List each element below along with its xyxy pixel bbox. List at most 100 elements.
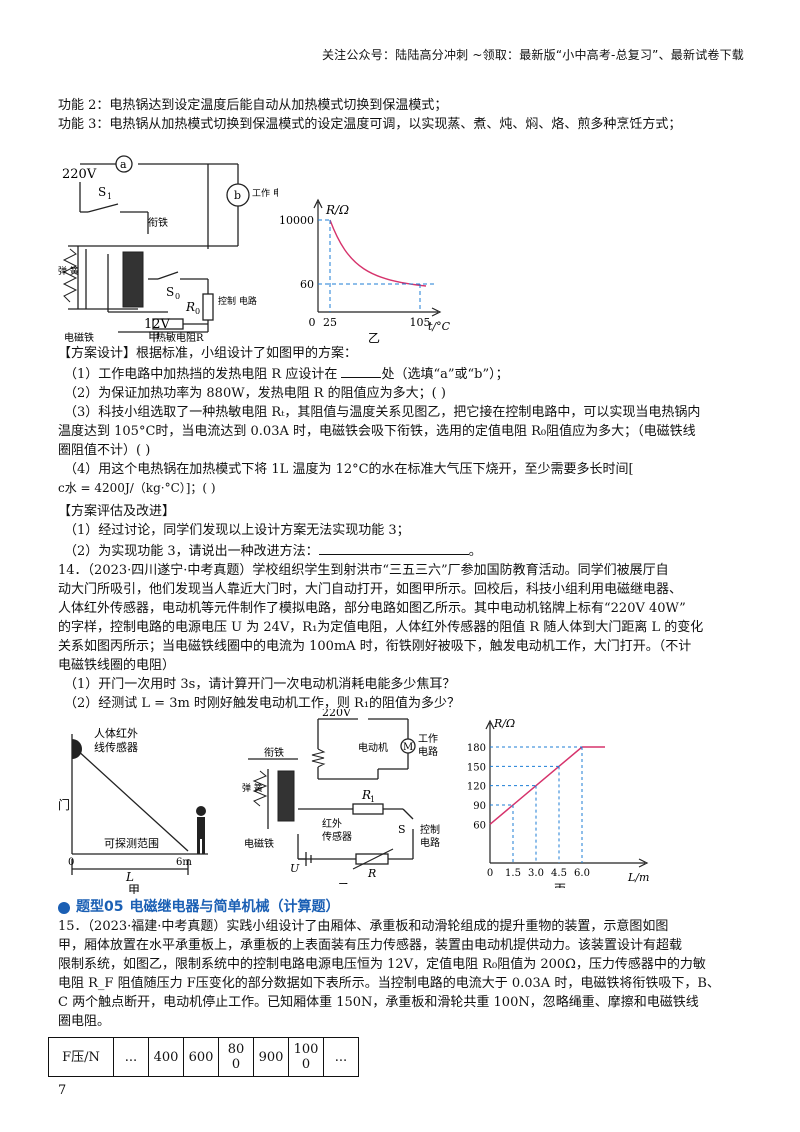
page-number: 7: [58, 1083, 67, 1098]
fig2-xtick: 25: [323, 316, 337, 329]
fig1-r0: R: [185, 300, 195, 314]
fig1-r0-sub: 0: [195, 307, 200, 316]
function-3: 功能 3：电热锅从加热模式切换到保温模式的设定温度可调，以实现蒸、煮、炖、焖、烙…: [58, 117, 682, 132]
plan-q1-text: （1）工作电路中加热挡的发热电阻 R 应设计在: [64, 367, 338, 382]
plan-q3-line1: （3）科技小组选取了一种热敏电阻 Rₜ，其阻值与温度关系见图乙，把它接在控制电路…: [64, 405, 701, 420]
answer-blank-2[interactable]: [318, 540, 469, 555]
plan-q3-line3: 圈阻值不计）( ): [58, 443, 151, 458]
fig2-ylabel: R/Ω: [325, 203, 349, 217]
fig3-door: 门: [58, 797, 70, 812]
force-table-cell: 400: [148, 1037, 184, 1077]
eval-e1: （1）经过讨论，同学们发现以上设计方案无法实现功能 3；: [64, 523, 410, 538]
fig1-s0: S: [166, 285, 174, 299]
fig4-spring: 弹 簧: [242, 782, 263, 794]
fig2-ytick: 10000: [279, 214, 314, 227]
q15-line4: 电阻 R_F 阻值随压力 F压变化的部分数据如下表所示。当控制电路的电流大于 0…: [58, 976, 720, 991]
force-table-head: F压/N: [48, 1037, 114, 1077]
fig5-xtick: 1.5: [505, 868, 521, 879]
q14-line1: 14．（2023·四川遂宁·中考真题）学校组织学生到射洪市“三五三六”厂参加国防…: [58, 563, 669, 578]
fig1-s0-sub: 0: [175, 292, 180, 301]
fig4-armature: 衔铁: [264, 746, 284, 759]
q14-line4: 的字样，控制电路的电源电压 U 为 24V，R₁为定值电阻，人体红外传感器的阻值…: [58, 620, 704, 635]
fig5-xtick: 3.0: [528, 868, 544, 879]
q15-line1: 15．（2023·福建·中考真题）实践小组设计了由厢体、承重板和动滑轮组成的提升…: [58, 919, 669, 934]
section-heading: 题型05 电磁继电器与简单机械（计算题）: [58, 898, 748, 917]
fig1-220v: 220V: [62, 167, 97, 182]
fig4-motor: 电动机: [358, 741, 388, 754]
fig5-xtick: 0: [487, 868, 493, 879]
fig4-caption: 乙: [338, 881, 350, 884]
fig4-ir-2: 传感器: [322, 830, 352, 843]
fig5-caption: 丙: [554, 882, 566, 888]
fig2-xtick: 0: [309, 316, 316, 329]
q14-sub2: （2）经测试 L = 3m 时刚好触发电动机工作，则 R₁的阻值为多少？: [64, 696, 461, 711]
fig2-xtick: 105: [410, 316, 431, 329]
answer-blank-1[interactable]: [341, 363, 382, 378]
figure-row-1: 220V a b S 1 衔铁 工作 电路 弹 簧 S 0 R 0 控制 电路 …: [58, 134, 748, 344]
force-table-cell: ...: [323, 1037, 359, 1077]
section-title: 电磁继电器与简单机械（计算题）: [129, 899, 340, 915]
fig4-ctrl: 控制: [420, 823, 440, 836]
fig5-xlabel: L/m: [627, 871, 649, 884]
relay-circuit-figure: 220V 衔铁 电动机 M 工作 电路 弹 簧 R 1 红外 传感器 S 控制 …: [242, 709, 440, 884]
fig3-sensor-line1: 人体红外: [94, 726, 138, 740]
fig4-R: R: [367, 867, 376, 880]
force-table-cell: 600: [183, 1037, 219, 1077]
fig1-s1: S: [98, 185, 106, 199]
document-body: 功能 2：电热锅达到设定温度后能自动从加热模式切换到保温模式； 功能 3：电热锅…: [48, 96, 748, 1077]
fig1-b: b: [234, 189, 241, 202]
plan-q4-line2: c水 = 4200J/（kg·°C）]；( ): [58, 481, 216, 495]
fig3-caption: 甲: [128, 883, 140, 894]
fig4-r1: R: [361, 788, 371, 802]
plan-title: 【方案设计】根据标准，小组设计了如图甲的方案：: [58, 346, 358, 361]
q14-line5: 关系如图丙所示；当电磁铁线圈中的电流为 100mA 时，衔铁刚好被吸下，触发电动…: [58, 639, 692, 654]
page-header: 关注公众号：陆陆高分冲刺 ~领取：最新版“小中高考-总复习”、最新试卷下载: [321, 48, 744, 62]
fig5-ytick: 180: [467, 743, 486, 754]
fig5-ytick: 120: [467, 782, 486, 793]
fig2-curve: [329, 219, 427, 287]
fig2-ytick: 60: [300, 278, 314, 291]
fig3-six: 6m: [176, 857, 192, 868]
q14-line6: 电磁铁线圈的电阻）: [58, 658, 176, 673]
section-label: 题型05: [76, 899, 124, 915]
fig5-xtick: 6.0: [574, 868, 590, 879]
force-table-cell: 100 0: [288, 1037, 324, 1077]
fig4-ctrl-2: 电路: [420, 836, 440, 849]
door-scene-figure: 人体红外 线传感器 门 可探测范围 0 6m L 甲: [58, 726, 208, 894]
function-2: 功能 2：电热锅达到设定温度后能自动从加热模式切换到保温模式；: [58, 98, 448, 113]
eval-e2-text: （2）为实现功能 3，请说出一种改进方法：: [64, 544, 319, 559]
fig4-ir: 红外: [322, 817, 342, 830]
q15-line6: 圈电阻。: [58, 1014, 111, 1029]
q15-line5: C 两个触点断开，电动机停止工作。已知厢体重 150N，承重板和滑轮共重 100…: [58, 995, 699, 1010]
fig4-S: S: [398, 823, 406, 836]
fig2-xlabel: t/°C: [428, 320, 451, 333]
fig1-thermistor: 热敏电阻R: [156, 331, 204, 344]
q14-line3: 人体红外传感器，电动机等元件制作了模拟电路，部分电路如图乙所示。其中电动机铭牌上…: [58, 601, 686, 616]
fig1-spring: 弹 簧: [58, 265, 79, 277]
fig4-work-2: 电路: [418, 745, 438, 758]
q14-line2: 动大门所吸引，他们发现当人靠近大门时，大门自动打开，如图甲所示。回校后，科技小组…: [58, 582, 683, 597]
force-table-cell: 900: [253, 1037, 289, 1077]
plan-q1: （1）工作电路中加热挡的发热电阻 R 应设计在 处（选填“a”或“b”）；: [58, 363, 748, 384]
q15-line2: 甲，厢体放置在水平承重板上，承重板的上表面装有压力传感器，装置由电动机提供动力。…: [58, 938, 683, 953]
fig1-armature: 衔铁: [148, 216, 168, 229]
fig4-220v: 220V: [322, 709, 352, 719]
fig4-r1-sub: 1: [370, 795, 375, 804]
fig3-zero: 0: [68, 857, 74, 868]
eval-e2: （2）为实现功能 3，请说出一种改进方法：。: [58, 540, 748, 561]
q14-sub1: （1）开门一次用时 3s，请计算开门一次电动机消耗电能多少焦耳？: [64, 677, 456, 692]
fig1-magnet: 电磁铁: [64, 331, 94, 344]
fig1-ctrl: 控制 电路: [218, 295, 257, 307]
fig1-work-circuit: 工作 电路: [252, 187, 278, 199]
fig1-12v: 12V: [144, 317, 171, 332]
force-table-cell: ...: [113, 1037, 149, 1077]
plan-q4-line1: （4）用这个电热锅在加热模式下将 1L 温度为 12°C的水在标准大气压下烧开，…: [64, 462, 634, 477]
figure-row-2: 人体红外 线传感器 门 可探测范围 0 6m L 甲: [58, 709, 748, 894]
plan-q2: （2）为保证加热功率为 880W，发热电阻 R 的阻值应为多大；( ): [64, 386, 446, 401]
fig3-sensor-line2: 线传感器: [94, 740, 138, 754]
fig5-xtick: 4.5: [551, 868, 567, 879]
force-table-cell: 80 0: [218, 1037, 254, 1077]
